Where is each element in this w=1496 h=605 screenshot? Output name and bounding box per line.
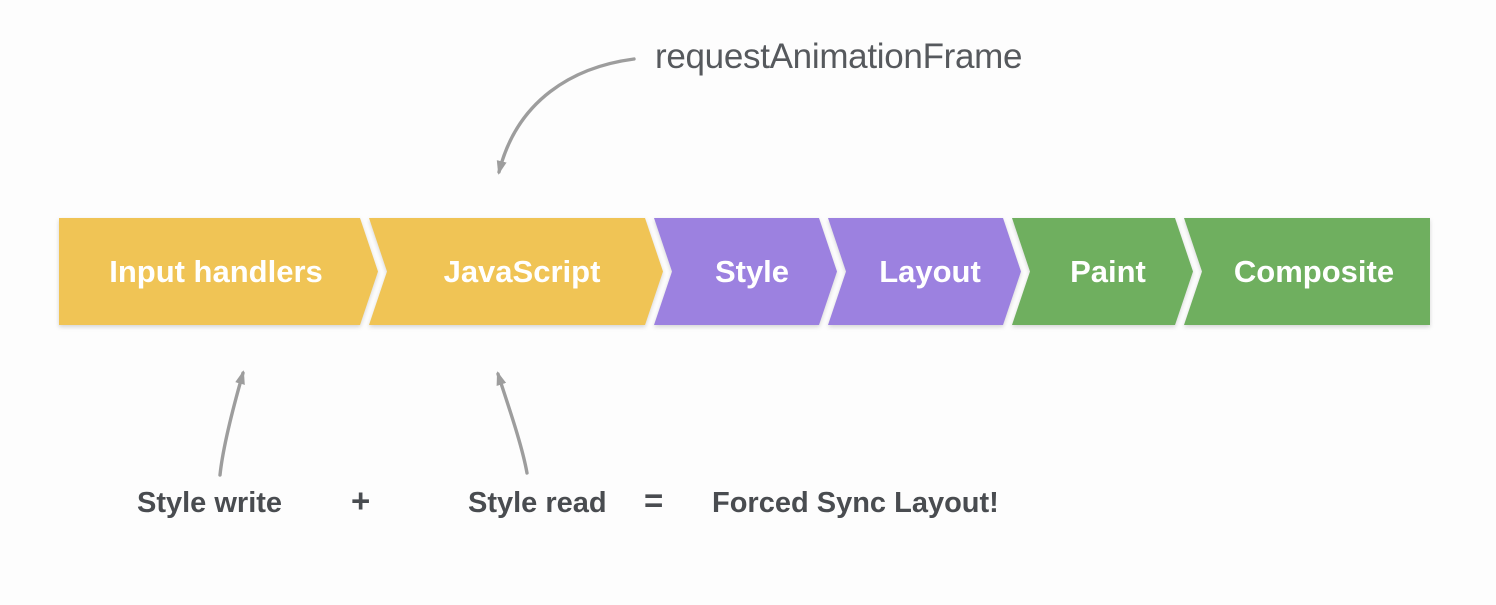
style-write-label: Style write xyxy=(137,487,283,519)
segment-shape-input-handlers xyxy=(59,218,378,325)
segment-label-composite: Composite xyxy=(1234,254,1394,289)
pipeline-strip: Input handlers JavaScript Style Layout P… xyxy=(59,218,1430,325)
segment-label-paint: Paint xyxy=(1070,254,1146,289)
raf-label: requestAnimationFrame xyxy=(655,37,1023,76)
segment-shape-style xyxy=(654,218,837,325)
raf-arrow xyxy=(496,57,636,175)
plus-sign: + xyxy=(351,482,371,519)
forced-sync-layout-label: Forced Sync Layout! xyxy=(712,487,999,519)
segment-shape-javascript xyxy=(369,218,663,325)
segment-shape-composite xyxy=(1184,218,1430,325)
equals-sign: = xyxy=(644,482,664,519)
segment-shape-layout xyxy=(828,218,1021,325)
style-read-label: Style read xyxy=(468,487,607,519)
style-write-arrow xyxy=(218,370,245,477)
segment-label-style: Style xyxy=(715,254,789,289)
segment-label-javascript: JavaScript xyxy=(444,254,601,289)
style-read-arrow xyxy=(496,371,529,475)
segment-shape-paint xyxy=(1012,218,1193,325)
segment-label-input-handlers: Input handlers xyxy=(109,254,323,289)
segment-label-layout: Layout xyxy=(879,254,981,289)
